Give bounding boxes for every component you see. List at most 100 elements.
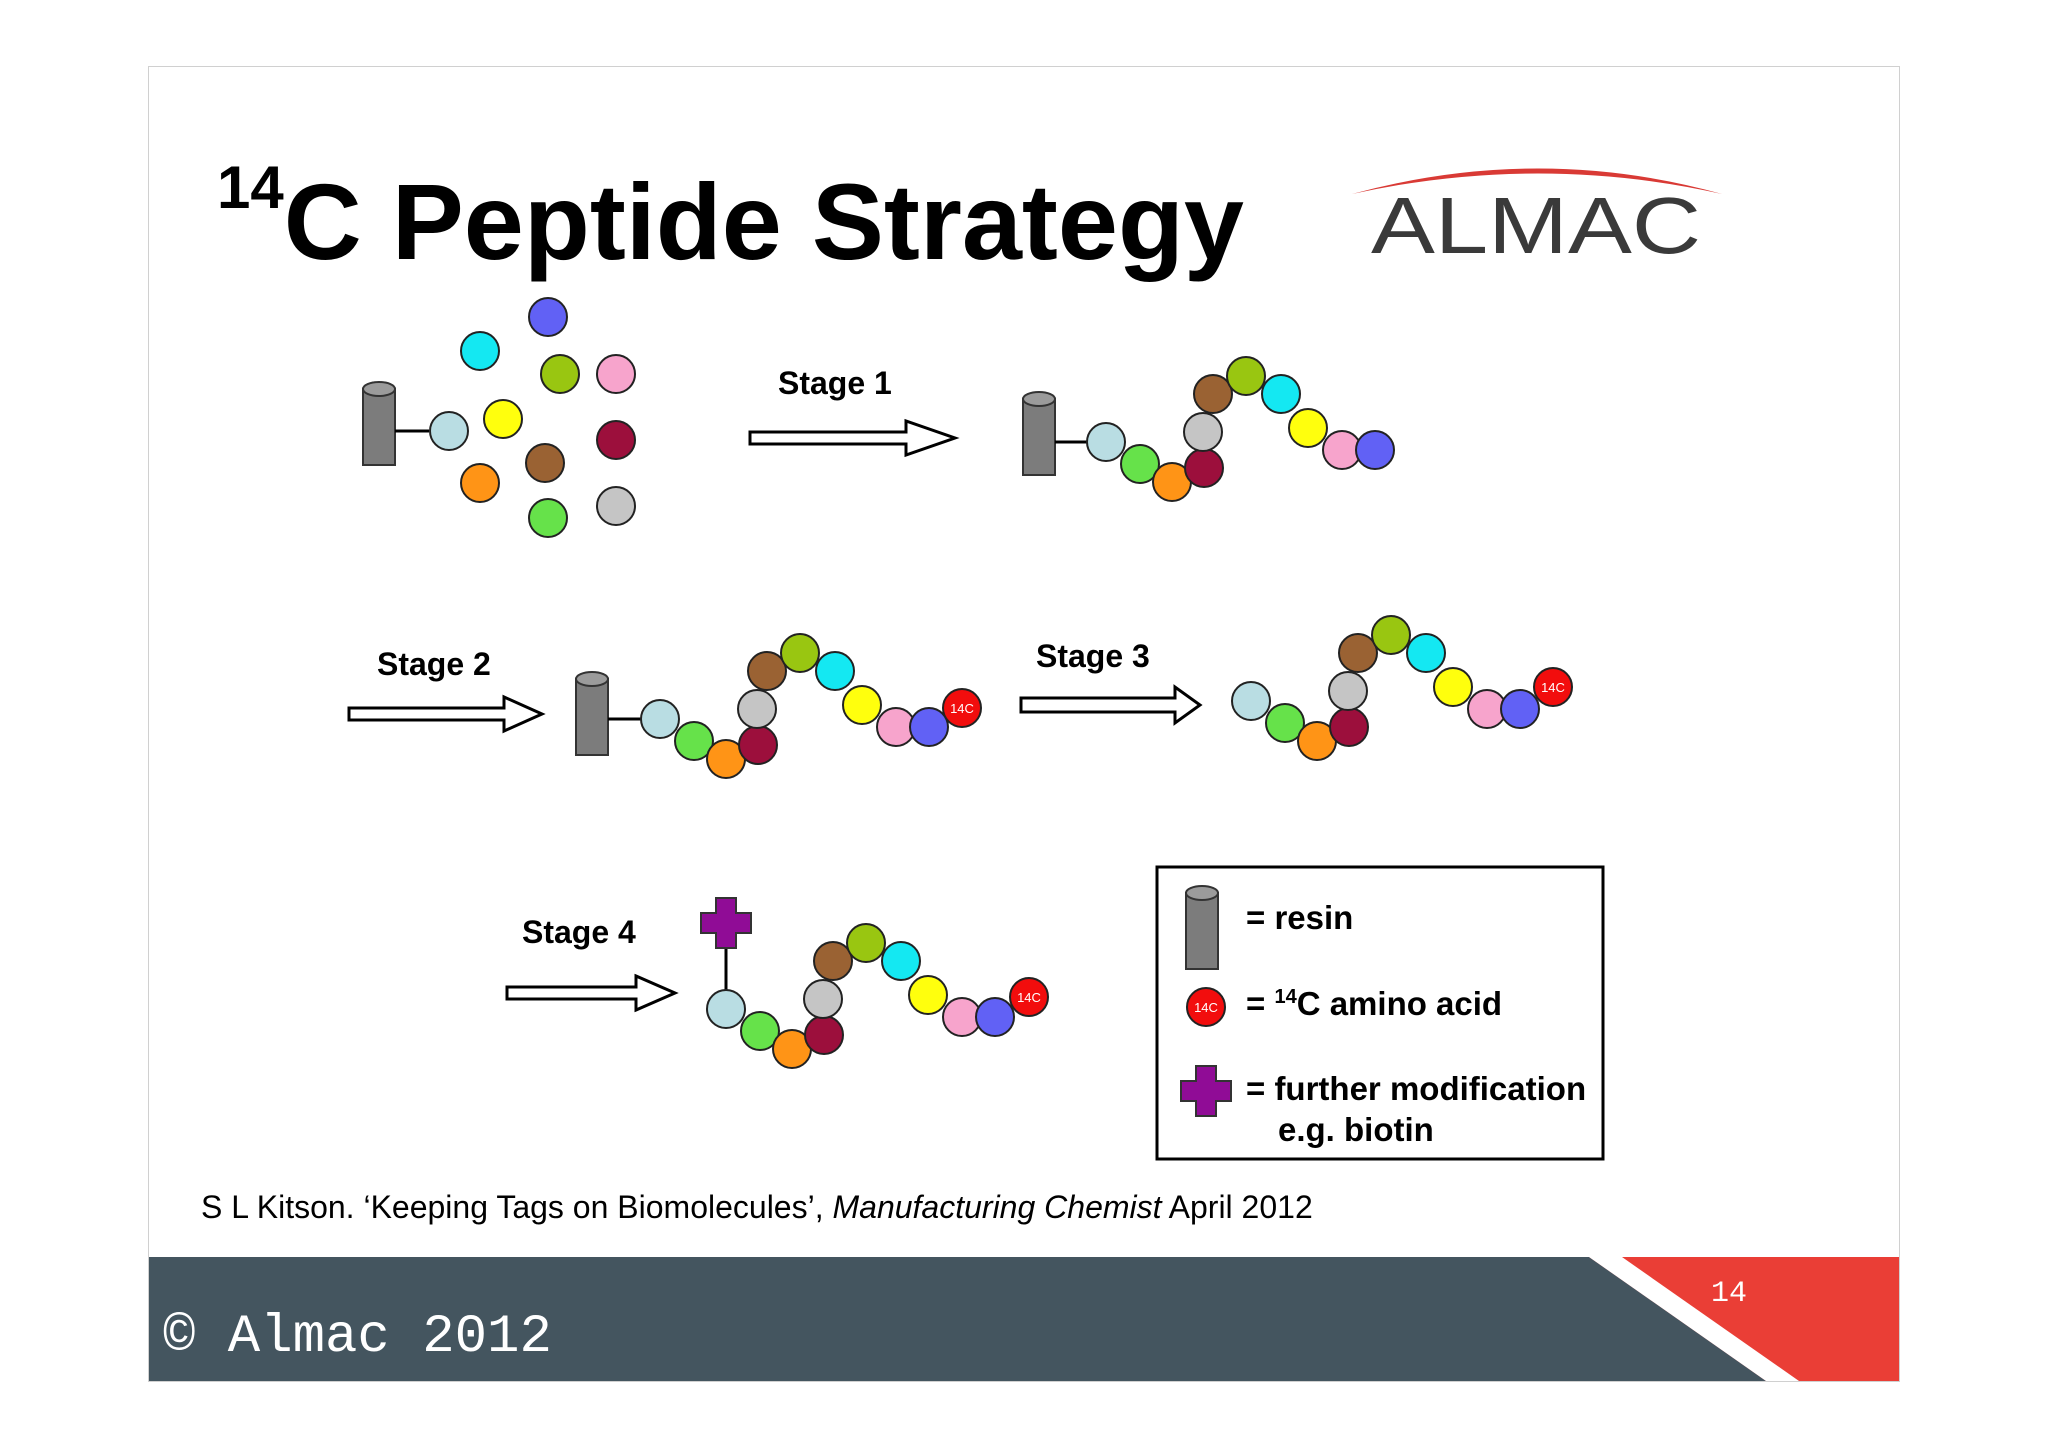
legend-symbols: 14C [1180,885,1232,1117]
amino-acid-bead [1406,633,1446,673]
footer-white-stripe [1589,1257,1799,1381]
amino-acid-bead [1231,681,1271,721]
footer-red-corner [1589,1257,1899,1381]
stage-4-arrow [505,973,679,1013]
amino-acid-bead [804,1015,844,1055]
amino-acid-bead [908,975,948,1015]
amino-acid-bead [1261,374,1301,414]
legend-box: 14C = resin = 14C amino acid = further m… [1155,865,1605,1161]
c14-bead-label: 14C [1017,990,1041,1005]
amino-acid-bead [596,420,636,460]
amino-acid-bead [813,941,853,981]
stage-1-output [1022,356,1395,502]
amino-acid-bead [1184,448,1224,488]
peptide-structures: 14C 14C 14C [362,297,1573,1069]
amino-acid-bead [596,354,636,394]
legend-resin: = resin [1246,899,1353,936]
resin-cylinder [1185,892,1219,970]
stage-1-input [362,297,636,538]
resin-cylinder-top [1185,885,1219,901]
legend-frame [1155,865,1605,1161]
amino-acid-bead [909,707,949,747]
amino-acid-bead [483,399,523,439]
citation: S L Kitson. ‘Keeping Tags on Biomolecule… [201,1189,1313,1225]
amino-acid-bead [1329,707,1369,747]
stage-3-label: Stage 3 [1036,638,1150,674]
amino-acid-bead [528,297,568,337]
amino-acid-bead [1355,430,1395,470]
amino-acid-bead [540,354,580,394]
amino-acid-bead [525,443,565,483]
amino-acid-bead [803,979,843,1019]
footer-dark-band [149,1257,1899,1381]
resin-cylinder-top [575,671,609,687]
amino-acid-bead [1500,689,1540,729]
amino-acid-bead [780,633,820,673]
amino-acid-bead [1086,422,1126,462]
legend-modification: = further modification [1246,1070,1586,1107]
amino-acid-bead [640,699,680,739]
stage-2-arrow [347,694,546,734]
resin-cylinder [362,388,396,466]
stage-2-label: Stage 2 [377,646,491,682]
amino-acid-bead [815,651,855,691]
c14-bead-label: 14C [950,701,974,716]
c14-bead-label: 14C [1541,680,1565,695]
c14-amino-acid-bead [942,688,982,728]
legend-biotin: e.g. biotin [1278,1111,1434,1148]
c14-amino-acid-bead [1533,667,1573,707]
amino-acid-bead [842,685,882,725]
logo-text: ALMAC [1371,181,1701,270]
footer-band [149,1257,1899,1381]
diagram: ALMAC Stage 1 Stage 2 Stage 3 Stage 4 14… [149,168,1899,1381]
c14-amino-acid-bead [1186,987,1226,1027]
amino-acid-bead [1328,671,1368,711]
page-title: 14C Peptide Strategy [217,154,1244,284]
stage-4-output: 14C [700,897,1049,1069]
amino-acid-bead [674,721,714,761]
amino-acid-bead [429,411,469,451]
amino-acid-bead [460,331,500,371]
amino-acid-bead [1226,356,1266,396]
stage-2-output: 14C [575,633,982,779]
stage-3-output: 14C [1231,615,1573,761]
amino-acid-bead [528,498,568,538]
amino-acid-bead [737,689,777,729]
amino-acid-bead [738,725,778,765]
logo-arc [1352,168,1722,194]
amino-acid-bead [1433,667,1473,707]
resin-cylinder [575,678,609,756]
amino-acid-bead [1338,633,1378,673]
almac-logo: ALMAC [1352,168,1722,270]
title-main: C Peptide Strategy [283,161,1244,282]
amino-acid-bead [881,941,921,981]
resin-cylinder-top [1022,391,1056,407]
resin-cylinder [1022,398,1056,476]
amino-acid-bead [706,989,746,1029]
amino-acid-bead [596,486,636,526]
stage-1-label: Stage 1 [778,365,892,401]
amino-acid-bead [1183,412,1223,452]
amino-acid-bead [1265,703,1305,743]
copyright: © Almac 2012 [163,1307,552,1368]
amino-acid-bead [1288,408,1328,448]
c14-bead-label: 14C [1194,1000,1218,1015]
modification-cross [700,897,752,949]
amino-acid-bead [747,651,787,691]
stage-3-arrow [1019,684,1203,726]
stage-1-arrow [748,418,960,458]
page-number: 14 [1711,1277,1748,1311]
modification-cross [1180,1065,1232,1117]
amino-acid-bead [846,923,886,963]
amino-acid-bead [740,1011,780,1051]
slide: 14C Peptide Strategy ALMAC Stage 1 Stage… [148,66,1900,1382]
amino-acid-bead [1193,374,1233,414]
amino-acid-bead [1371,615,1411,655]
amino-acid-bead [460,463,500,503]
amino-acid-bead [1120,444,1160,484]
resin-cylinder-top [362,381,396,397]
title-superscript: 14 [217,154,284,221]
c14-amino-acid-bead [1009,977,1049,1017]
amino-acid-bead [975,997,1015,1037]
stage-4-label: Stage 4 [522,914,636,950]
